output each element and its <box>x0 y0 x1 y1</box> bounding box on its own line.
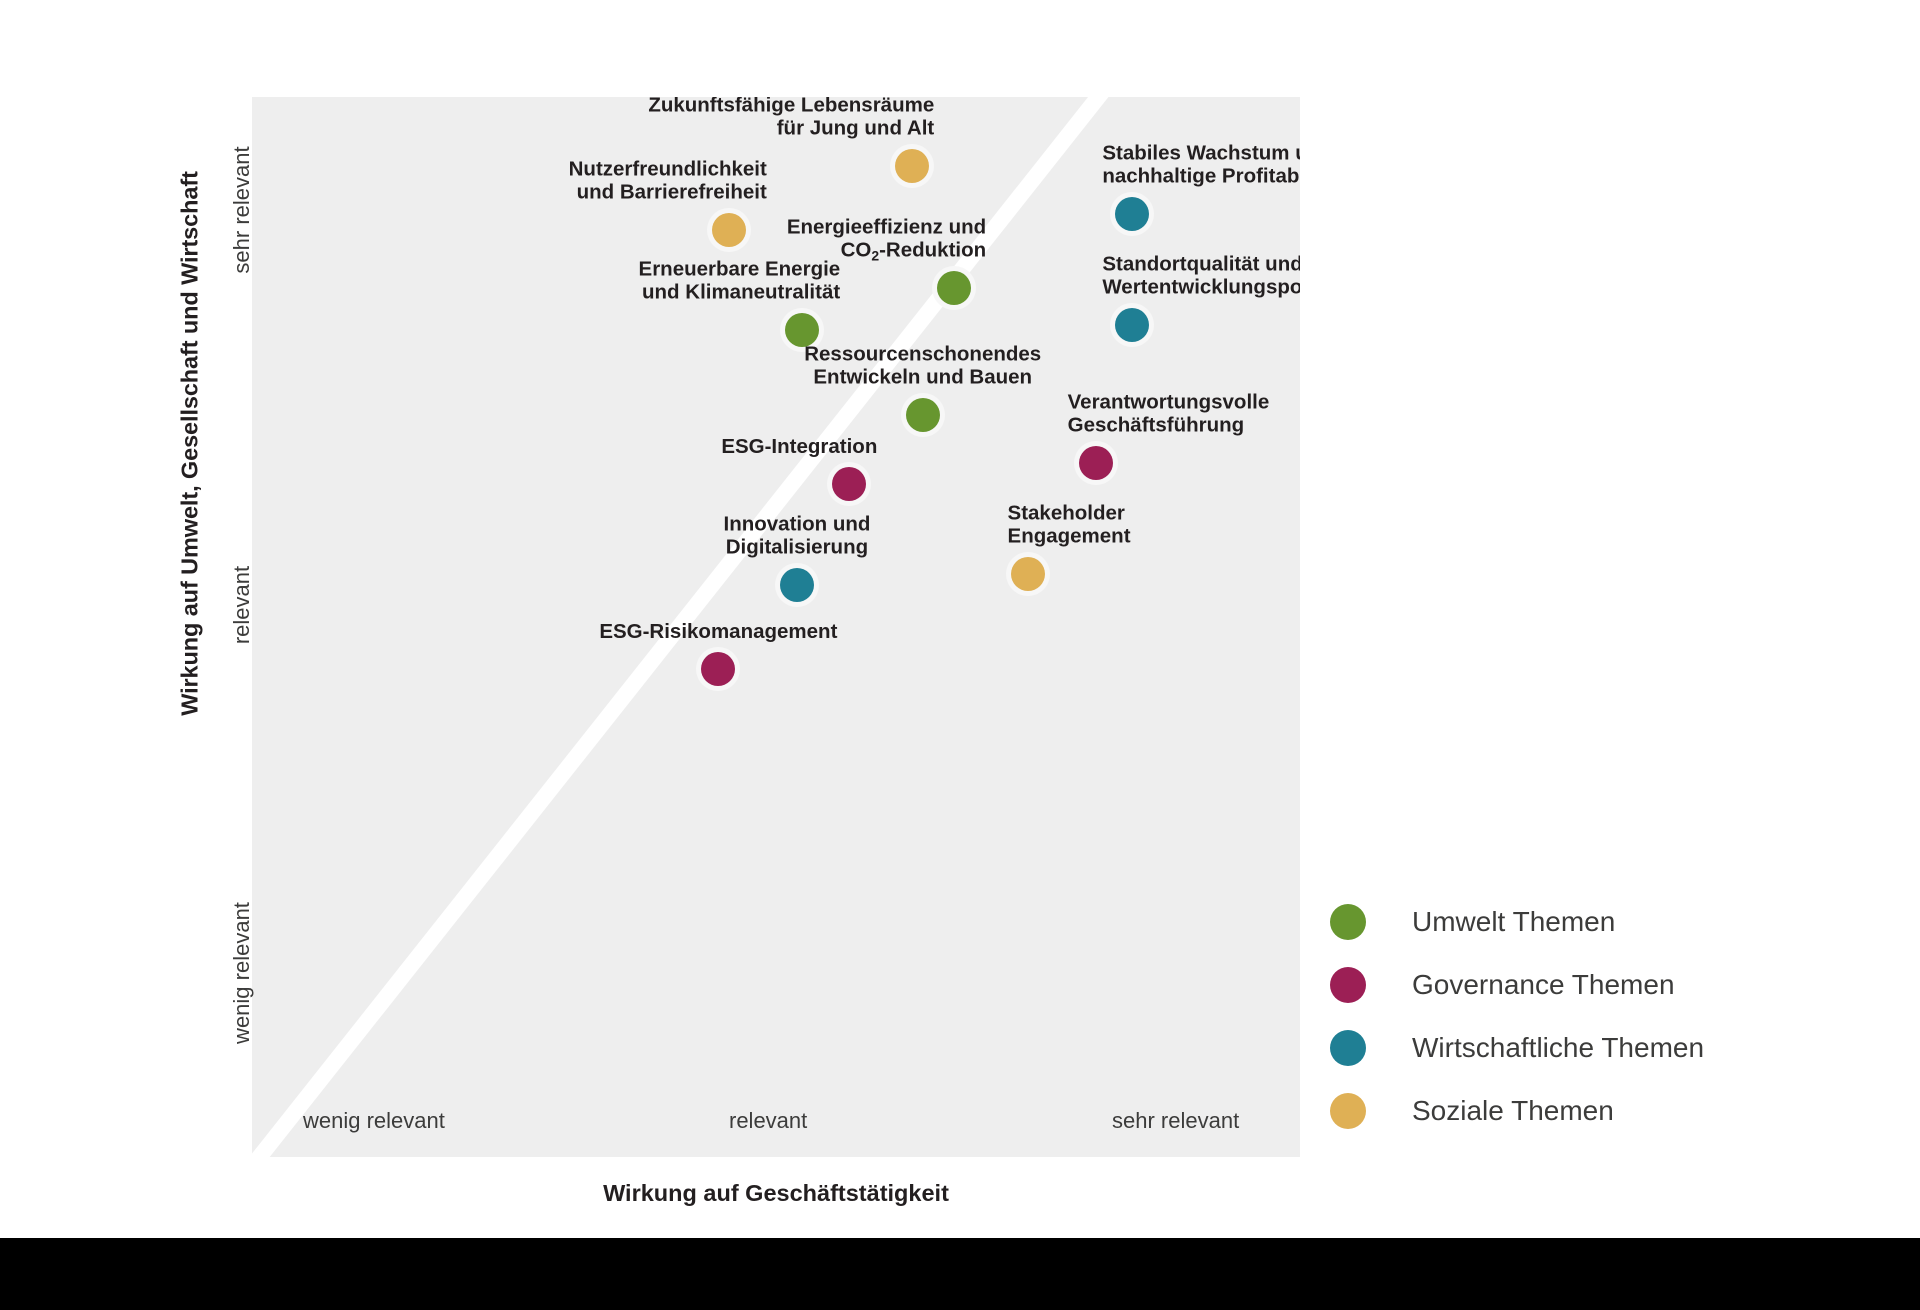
x-tick-sehr-relevant: sehr relevant <box>1112 1108 1240 1133</box>
data-point-label-line1: Ressourcenschonendes <box>804 342 1042 366</box>
data-point-label-line1: Zukunftsfähige Lebensräume <box>648 97 935 117</box>
data-point[interactable] <box>1010 557 1045 591</box>
legend-item[interactable]: Wirtschaftliche Themen <box>1330 1016 1890 1079</box>
data-point-label-line2: Geschäftsführung <box>1067 413 1245 437</box>
legend-item-label: Governance Themen <box>1412 968 1675 1000</box>
y-axis-title: Wirkung auf Umwelt, Gesellschaft und Wir… <box>176 171 203 716</box>
data-point-label: ESG-Integration <box>721 435 877 458</box>
data-point-label-line1: ESG-Risikomanagement <box>599 620 838 644</box>
data-point-label-line1: ESG-Integration <box>721 434 878 458</box>
data-point-label-line2: Engagement <box>1007 524 1131 548</box>
data-point[interactable] <box>905 398 940 432</box>
legend-item-label: Wirtschaftliche Themen <box>1412 1031 1705 1063</box>
x-tick-wenig-relevant: wenig relevant <box>303 1108 445 1133</box>
legend-item-label: Soziale Themen <box>1412 1094 1614 1126</box>
data-point[interactable] <box>785 313 820 348</box>
data-point-label-line2: und Barrierefreiheit <box>576 180 767 204</box>
legend-swatch-circle-icon <box>1330 966 1366 1003</box>
data-point[interactable] <box>1078 445 1113 480</box>
data-point[interactable] <box>1115 196 1150 231</box>
legend-swatch-circle-icon <box>1330 1029 1366 1066</box>
x-tick-relevant: relevant <box>729 1108 808 1133</box>
data-point[interactable] <box>937 270 972 305</box>
data-point-label-line1: Nutzerfreundlichkeit <box>568 157 767 181</box>
y-tick-relevant: relevant <box>229 565 254 645</box>
data-point[interactable] <box>832 466 867 501</box>
x-axis-title: Wirkung auf Geschäftstätigkeit <box>603 1180 949 1206</box>
y-tick-sehr-relevant: sehr relevant <box>229 146 254 274</box>
data-point-label-line2: Wertentwicklungspotenzial <box>1102 275 1300 299</box>
data-point-label-line2: für Jung und Alt <box>776 116 935 140</box>
data-point[interactable] <box>701 652 736 687</box>
legend-swatch-circle-icon <box>1330 903 1366 940</box>
data-point-label-line1: Stabiles Wachstum und <box>1102 141 1300 165</box>
legend-item[interactable]: Soziale Themen <box>1330 1079 1890 1142</box>
data-point-label-line2: Entwickeln und Bauen <box>813 365 1033 389</box>
data-point-label-line1: Erneuerbare Energie <box>638 257 841 281</box>
data-point-label-line1: Standortqualität und <box>1102 252 1300 276</box>
legend-item[interactable]: Umwelt Themen <box>1330 890 1890 953</box>
data-point-label-line2: Digitalisierung <box>725 535 869 559</box>
footer-band <box>0 1238 1920 1310</box>
data-point-label-line1: Verantwortungsvolle <box>1067 390 1270 414</box>
data-point-label-line1: Stakeholder <box>1007 501 1125 525</box>
data-point-label-line1: Innovation und <box>723 512 871 536</box>
data-point-label: Stabiles Wachstum undnachhaltige Profita… <box>1102 141 1300 187</box>
data-point-label-line2: nachhaltige Profitabilität <box>1102 164 1300 188</box>
data-point[interactable] <box>1115 307 1150 342</box>
data-point-label-line1: Energieeffizienz und <box>786 215 987 239</box>
data-point[interactable] <box>895 148 930 183</box>
data-point[interactable] <box>779 567 814 602</box>
data-point-label: Standortqualität undWertentwicklungspote… <box>1102 253 1300 299</box>
data-point[interactable] <box>711 212 746 247</box>
data-point-label-line2: und Klimaneutralität <box>642 281 841 305</box>
y-tick-wenig-relevant: wenig relevant <box>229 902 254 1044</box>
legend-swatch-circle-icon <box>1330 1092 1366 1129</box>
data-point-label-line2: CO2-Reduktion <box>840 238 987 264</box>
data-point-label: ESG-Risikomanagement <box>599 620 837 643</box>
legend-item-label: Umwelt Themen <box>1412 905 1616 937</box>
legend-item[interactable]: Governance Themen <box>1330 953 1890 1016</box>
